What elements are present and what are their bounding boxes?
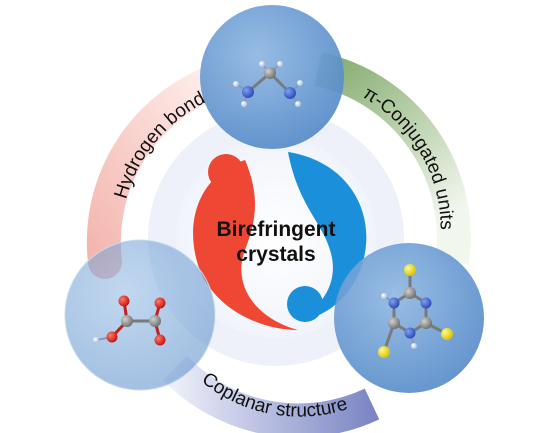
left-molecule-circle — [64, 239, 216, 391]
hydrogen-bond-arc — [86, 60, 245, 279]
center-title-line2: crystals — [236, 243, 315, 266]
outer-ring — [86, 52, 471, 433]
left-molecule — [93, 295, 166, 346]
right-molecule-circle — [334, 243, 484, 393]
top-molecule — [233, 61, 303, 107]
coplanar-arc — [162, 355, 380, 433]
pi-conjugated-arc — [314, 52, 471, 265]
blue-swirl-head — [287, 286, 323, 322]
red-swirl-head — [208, 154, 244, 190]
center-title-line1: Birefringent — [216, 218, 335, 241]
right-molecule — [378, 264, 453, 358]
red-swirl — [193, 160, 298, 330]
top-molecule-circle — [200, 5, 344, 149]
